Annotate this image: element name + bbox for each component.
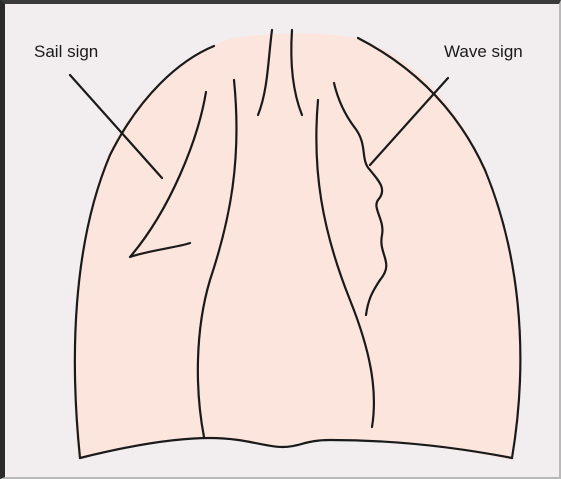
sail-sign-label: Sail sign — [34, 42, 98, 61]
wave-sign-label: Wave sign — [444, 42, 523, 61]
